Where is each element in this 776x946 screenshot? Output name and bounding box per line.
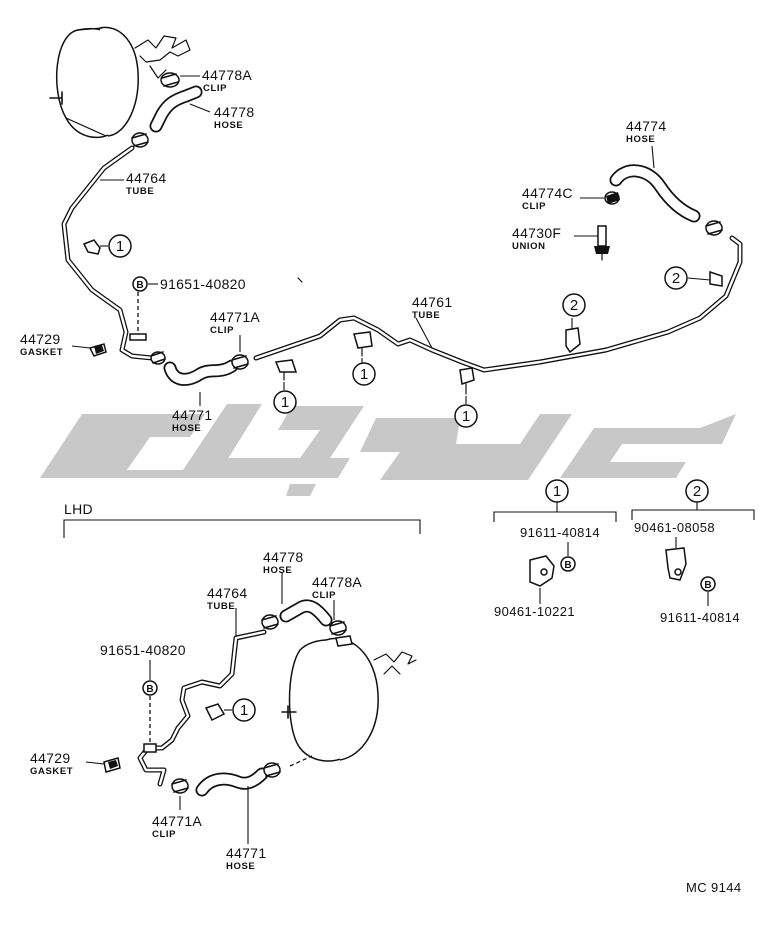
- callout-1-b: 1: [273, 390, 297, 414]
- kit-1: 1 91611-40814 B 90461-10221: [493, 479, 617, 619]
- label-44778A-top-number: 44778A: [202, 67, 252, 83]
- hose-44771-top: [163, 359, 239, 386]
- label-91651-top-number: 91651-40820: [160, 276, 246, 292]
- tube-44761: [253, 235, 743, 373]
- bracket-1-topleft: [82, 239, 101, 255]
- kit-2-top-code: 90461-08058: [634, 520, 715, 535]
- label-44771-lhd-number: 44771: [226, 845, 266, 861]
- callout-bolt-lhd: B: [142, 680, 158, 696]
- brackets-1-main: [274, 331, 475, 395]
- label-44729-top-name: GASKET: [20, 347, 63, 358]
- label-44761-number: 44761: [412, 294, 452, 310]
- svg-text:1: 1: [116, 238, 124, 255]
- callout-1-a: 1: [108, 234, 132, 258]
- hose-44771-lhd: [195, 767, 269, 797]
- kit-1-bottom-code: 90461-10221: [494, 604, 575, 619]
- label-44774C-number: 44774C: [522, 185, 573, 201]
- label-44764-lhd-name: TUBE: [207, 601, 235, 612]
- bracket-2-main: [565, 270, 723, 354]
- callout-1-c: 1: [352, 362, 376, 386]
- hose-44778-top: [149, 85, 203, 133]
- callout-1-lhd: 1: [232, 698, 256, 722]
- svg-text:1: 1: [553, 483, 561, 500]
- label-44774C-name: CLIP: [522, 201, 546, 212]
- label-44730F-name: UNION: [512, 241, 546, 252]
- svg-text:1: 1: [462, 408, 470, 425]
- tube-44764-top: [61, 145, 155, 361]
- callout-2-a: 2: [562, 293, 586, 317]
- label-44771-top-number: 44771: [172, 407, 212, 423]
- label-44774-number: 44774: [626, 118, 666, 134]
- svg-text:1: 1: [281, 394, 289, 411]
- tube-44764-lhd: [137, 629, 267, 787]
- label-44730F-number: 44730F: [512, 225, 561, 241]
- clip-44778A-top: [160, 72, 180, 88]
- clip-top-booster: [131, 132, 149, 148]
- label-44771A-lhd-name: CLIP: [152, 829, 176, 840]
- label-44778A-lhd-number: 44778A: [312, 574, 362, 590]
- label-44778-top-number: 44778: [214, 104, 254, 120]
- label-44729-lhd-name: GASKET: [30, 766, 73, 777]
- watermark-logo: [40, 404, 736, 496]
- label-44771A-top-number: 44771A: [210, 309, 260, 325]
- svg-text:B: B: [136, 280, 143, 291]
- label-44778A-top-name: CLIP: [203, 83, 227, 94]
- label-44764-top-name: TUBE: [126, 186, 154, 197]
- clip-44771A-lhd: [171, 762, 281, 794]
- lhd-bracket: [63, 519, 421, 538]
- kit-2-bottom-code: 91611-40814: [660, 610, 740, 625]
- lhd-label: LHD: [64, 501, 93, 517]
- label-44729-top-number: 44729: [20, 331, 60, 347]
- clip-44771A-top: [150, 351, 249, 370]
- gasket-44729-lhd: [103, 757, 121, 773]
- bracket-1-lhd: [204, 703, 226, 722]
- svg-text:B: B: [564, 560, 571, 571]
- svg-text:1: 1: [360, 366, 368, 383]
- label-44778A-lhd-name: CLIP: [312, 590, 336, 601]
- svg-text:2: 2: [672, 270, 680, 287]
- clip-44774C: [604, 191, 723, 236]
- label-44771A-lhd-number: 44771A: [152, 813, 202, 829]
- booster-top: [49, 26, 191, 139]
- label-44764-lhd-number: 44764: [207, 585, 247, 601]
- label-44778-lhd-name: HOSE: [263, 565, 292, 576]
- label-91651-lhd-number: 91651-40820: [100, 642, 186, 658]
- label-44729-lhd-number: 44729: [30, 750, 70, 766]
- label-44771-lhd-name: HOSE: [226, 861, 255, 872]
- callout-2-b: 2: [664, 266, 688, 290]
- label-44778-lhd-number: 44778: [263, 549, 303, 565]
- kit-2: 2 90461-08058 B 91611-40814: [631, 479, 755, 625]
- label-44774-name: HOSE: [626, 134, 655, 145]
- svg-text:1: 1: [240, 702, 248, 719]
- svg-text:2: 2: [570, 297, 578, 314]
- callout-bolt-top: B: [132, 276, 148, 292]
- callout-1-d: 1: [454, 404, 478, 428]
- label-44771-top-name: HOSE: [172, 423, 201, 434]
- clip-44778A-lhd: [261, 614, 353, 647]
- hose-44778-lhd: [279, 599, 333, 627]
- gasket-44729-top: [88, 343, 107, 357]
- label-44761-name: TUBE: [412, 310, 440, 321]
- diagram-code: MC 9144: [686, 880, 742, 895]
- svg-text:B: B: [704, 580, 711, 591]
- kit-1-top-code: 91611-40814: [520, 525, 600, 540]
- booster-lhd: [281, 637, 417, 767]
- hose-44774: [609, 164, 701, 223]
- svg-text:2: 2: [693, 483, 701, 500]
- union-44730F: [594, 225, 610, 261]
- svg-text:B: B: [146, 684, 153, 695]
- label-44771A-top-name: CLIP: [210, 325, 234, 336]
- label-44764-top-number: 44764: [126, 170, 166, 186]
- bolt-91651-top: [129, 292, 147, 341]
- bolt-91651-lhd: [143, 696, 157, 753]
- label-44778-top-name: HOSE: [214, 120, 243, 131]
